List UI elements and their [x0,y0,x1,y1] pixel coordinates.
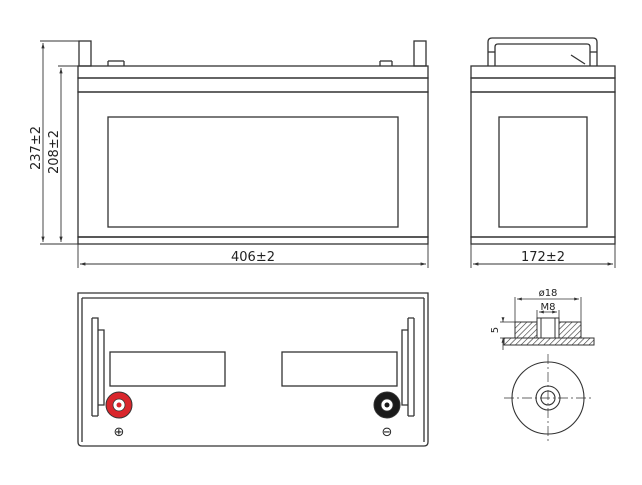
front-view [77,40,429,245]
top-view [77,292,429,447]
front-body [77,91,429,238]
terminal-height-label: 5 [490,327,501,333]
positive-terminal [105,391,133,419]
side-view [470,37,616,245]
side-body [470,91,616,238]
length-label: 406±2 [231,250,275,265]
front-handle-right [413,40,427,67]
side-dimensions [470,244,616,268]
front-handle-left [78,40,92,67]
top-label-left [109,351,226,387]
front-lid [77,65,429,79]
terminal-diameter-label: ø18 [539,288,558,299]
side-lid [470,65,616,79]
front-label-panel [107,116,399,228]
top-handle-left [91,317,99,417]
positive-symbol: ⊕ [114,425,125,440]
height-total-label: 237±2 [29,126,44,170]
negative-terminal [373,391,401,419]
terminal-plan-view [504,354,592,442]
terminal-section-view [503,317,595,346]
width-label: 172±2 [521,250,565,265]
top-handle-right [407,317,415,417]
terminal-section-dimensions [500,297,582,350]
top-outline [77,292,429,447]
side-handle [487,37,598,66]
top-label-right [281,351,398,387]
terminal-thread-label: M8 [541,302,556,313]
front-dimensions [40,40,429,268]
side-base [470,236,616,245]
height-case-label: 208±2 [47,130,62,174]
negative-symbol: ⊖ [382,425,393,440]
front-base [77,236,429,245]
side-label-panel [498,116,588,228]
front-lid-lip [77,77,429,93]
side-lid-lip [470,77,616,93]
